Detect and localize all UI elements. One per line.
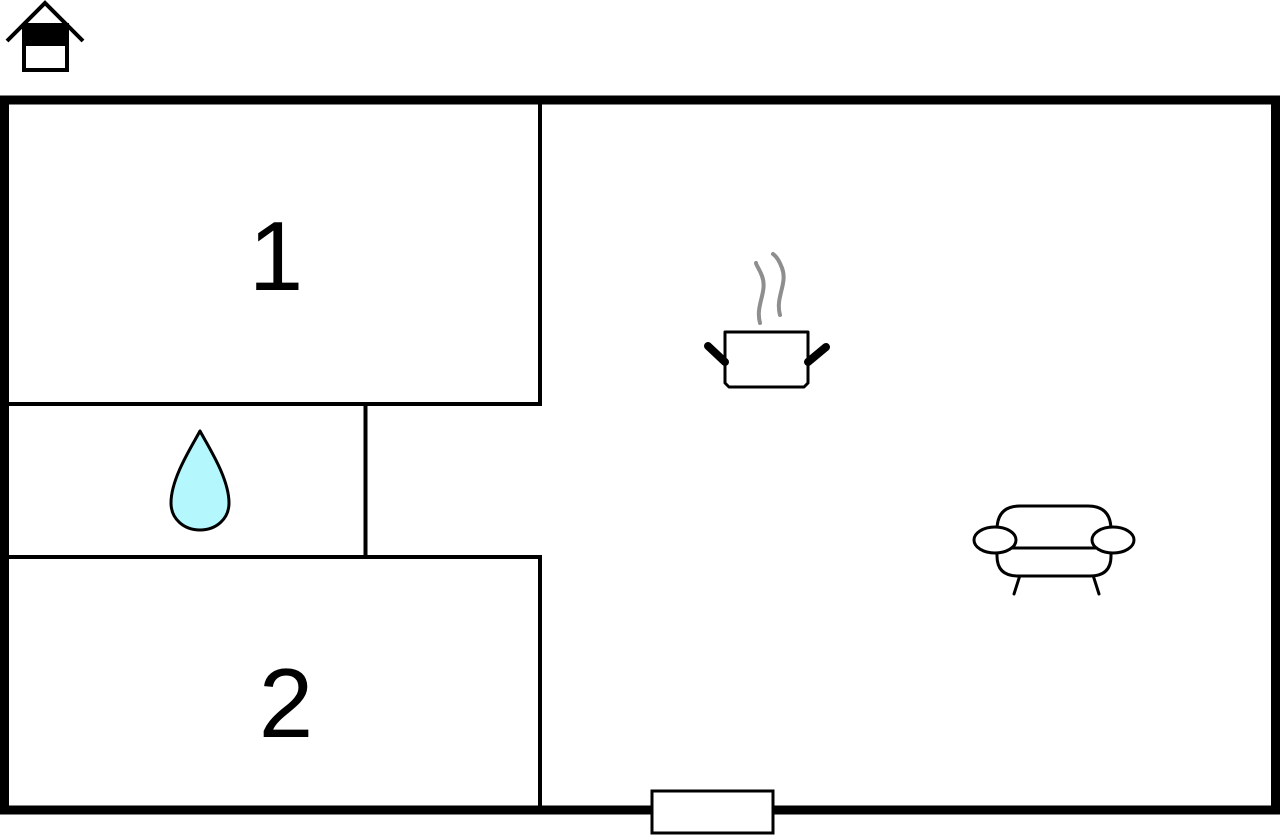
water-drop-icon (169, 429, 231, 532)
door-icon (650, 789, 775, 835)
house-icon (5, 0, 85, 72)
room-2-number: 2 (259, 648, 314, 758)
room-1-number: 1 (249, 201, 304, 311)
outer-wall (0, 95, 1280, 815)
sofa-icon (972, 504, 1136, 596)
interior-walls (9, 100, 542, 810)
cooking-pot-icon (704, 252, 830, 389)
